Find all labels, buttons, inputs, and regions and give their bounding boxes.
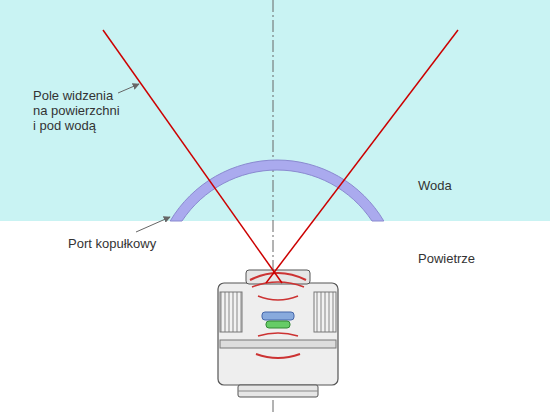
lens-element — [266, 321, 290, 328]
focus-ring — [220, 292, 242, 332]
aperture-ring — [220, 340, 336, 348]
label-text: Port kopułkowy — [68, 236, 156, 251]
label-text: Woda — [418, 178, 452, 193]
lens-mount — [238, 385, 318, 397]
lens-element — [262, 312, 294, 320]
lens-barrel — [218, 283, 338, 385]
front-element — [252, 282, 304, 287]
water-region — [0, 0, 550, 221]
region-label: Woda — [418, 178, 538, 193]
lens — [218, 270, 338, 397]
lens-element — [258, 296, 298, 300]
region-label: Powietrze — [418, 251, 538, 266]
leader-line — [118, 84, 139, 93]
field-of-view-line — [266, 30, 458, 283]
part-label: Port kopułkowy — [68, 236, 178, 251]
field-of-view-label: Pole widzenia na powierzchni i pod wodą — [33, 88, 125, 133]
lens-element — [258, 333, 298, 336]
label-text: Powietrze — [418, 251, 475, 266]
leader-line — [136, 217, 170, 232]
focus-ring — [314, 292, 336, 332]
rear-element — [256, 354, 300, 358]
lens-mount — [238, 391, 318, 392]
label-text: Pole widzenia na powierzchni i pod wodą — [33, 88, 120, 133]
